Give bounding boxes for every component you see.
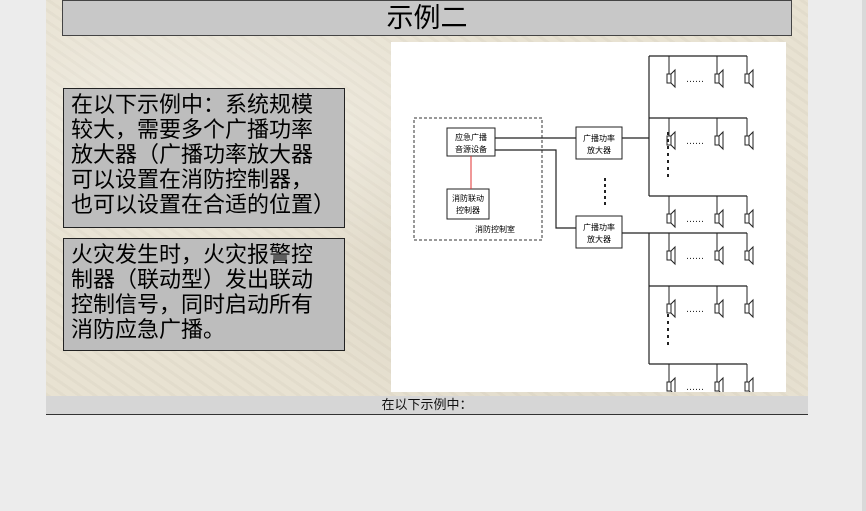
text-box-system-scale: 在以下示例中：系统规模 较大，需要多个广播功率 放大器（广播功率放大器 可以设置…: [63, 88, 345, 228]
speaker-icon: [744, 135, 750, 146]
speaker-icon-cone: [748, 298, 754, 319]
branch-continuation-dot: [667, 174, 669, 177]
speaker-icon: [714, 303, 720, 314]
speaker-icon: [666, 213, 672, 224]
speaker-ellipsis: ……: [686, 305, 704, 315]
amplifier-continuation-dots: [604, 178, 606, 205]
speaker-icon: [714, 135, 720, 146]
amp2-label-line2: 放大器: [587, 234, 611, 244]
speaker-icon-cone: [748, 130, 754, 151]
branch-continuation-dot: [667, 335, 669, 338]
control-room-label: 消防控制室: [475, 224, 515, 234]
speaker-icon: [666, 381, 672, 392]
speaker-icon: [666, 73, 672, 84]
speaker-ellipsis: ……: [686, 75, 704, 85]
speaker-ellipsis: ……: [686, 215, 704, 225]
speaker-icon-cone: [670, 376, 676, 392]
amp1-label-line1: 广播功率: [583, 133, 615, 143]
speaker-icon: [744, 73, 750, 84]
speaker-ellipsis: ……: [686, 137, 704, 147]
speaker-icon-cone: [670, 298, 676, 319]
speaker-icon: [714, 73, 720, 84]
speaker-icon: [714, 381, 720, 392]
amp1-label-line2: 放大器: [587, 145, 611, 155]
speaker-icon-cone: [748, 208, 754, 229]
slide-title: 示例二: [62, 0, 792, 36]
speaker-icon: [714, 213, 720, 224]
branch-continuation-dot: [667, 153, 669, 156]
speaker-icon: [744, 381, 750, 392]
source-label-line2: 音源设备: [455, 144, 487, 154]
speaker-icon: [714, 250, 720, 261]
speaker-icon-cone: [718, 245, 724, 266]
branch-continuation-dot: [667, 160, 669, 163]
amplifier-box-1: [575, 126, 623, 160]
speaker-icon-cone: [670, 130, 676, 151]
branch-continuation-dot: [667, 167, 669, 170]
speaker-ellipsis: ……: [686, 252, 704, 262]
speaker-icon-cone: [748, 245, 754, 266]
speaker-icon-cone: [670, 68, 676, 89]
speaker-icon-cone: [718, 298, 724, 319]
source-label-line1: 应急广播: [455, 132, 487, 142]
speaker-icon-cone: [748, 68, 754, 89]
linkage-label-line2: 控制器: [456, 205, 480, 215]
branch-continuation-dot: [667, 139, 669, 142]
caption-bar: 在以下示例中：: [46, 396, 808, 415]
broadcast-system-diagram: 消防控制室 应急广播 音源设备 消防联动 控制器 广播功率 放大器: [391, 42, 786, 392]
speaker-icon: [666, 303, 672, 314]
window-edge: [862, 0, 866, 511]
speaker-icon: [744, 250, 750, 261]
speaker-icon-cone: [718, 68, 724, 89]
speaker-icon-cone: [718, 376, 724, 392]
amplifier-box-2: [575, 215, 623, 249]
speaker-branches: …… …… …… …… …… ……: [649, 55, 754, 392]
speaker-icon-cone: [748, 376, 754, 392]
branch-continuation-dot: [667, 342, 669, 345]
branch-continuation-dot: [667, 321, 669, 324]
linkage-label-line1: 消防联动: [452, 193, 484, 203]
branch-continuation-dot: [667, 146, 669, 149]
speaker-icon-cone: [718, 208, 724, 229]
speaker-icon-cone: [670, 208, 676, 229]
speaker-icon: [744, 213, 750, 224]
emergency-broadcast-source-box: [446, 127, 496, 157]
speaker-icon: [666, 250, 672, 261]
speaker-icon-cone: [670, 245, 676, 266]
fire-linkage-controller-box: [446, 188, 490, 220]
branch-continuation-dot: [667, 132, 669, 135]
text-box-fire-linkage: 火灾发生时，火灾报警控 制器（联动型）发出联动 控制信号，同时启动所有 消防应急…: [63, 238, 345, 351]
speaker-icon: [744, 303, 750, 314]
source-to-amp2-line: [495, 149, 576, 229]
branch-continuation-dot: [667, 328, 669, 331]
branch-continuation-dot: [667, 314, 669, 317]
amp2-label-line1: 广播功率: [583, 222, 615, 232]
speaker-icon-cone: [718, 130, 724, 151]
speaker-ellipsis: ……: [686, 383, 704, 392]
slide: 示例二 在以下示例中：系统规模 较大，需要多个广播功率 放大器（广播功率放大器 …: [46, 0, 808, 396]
